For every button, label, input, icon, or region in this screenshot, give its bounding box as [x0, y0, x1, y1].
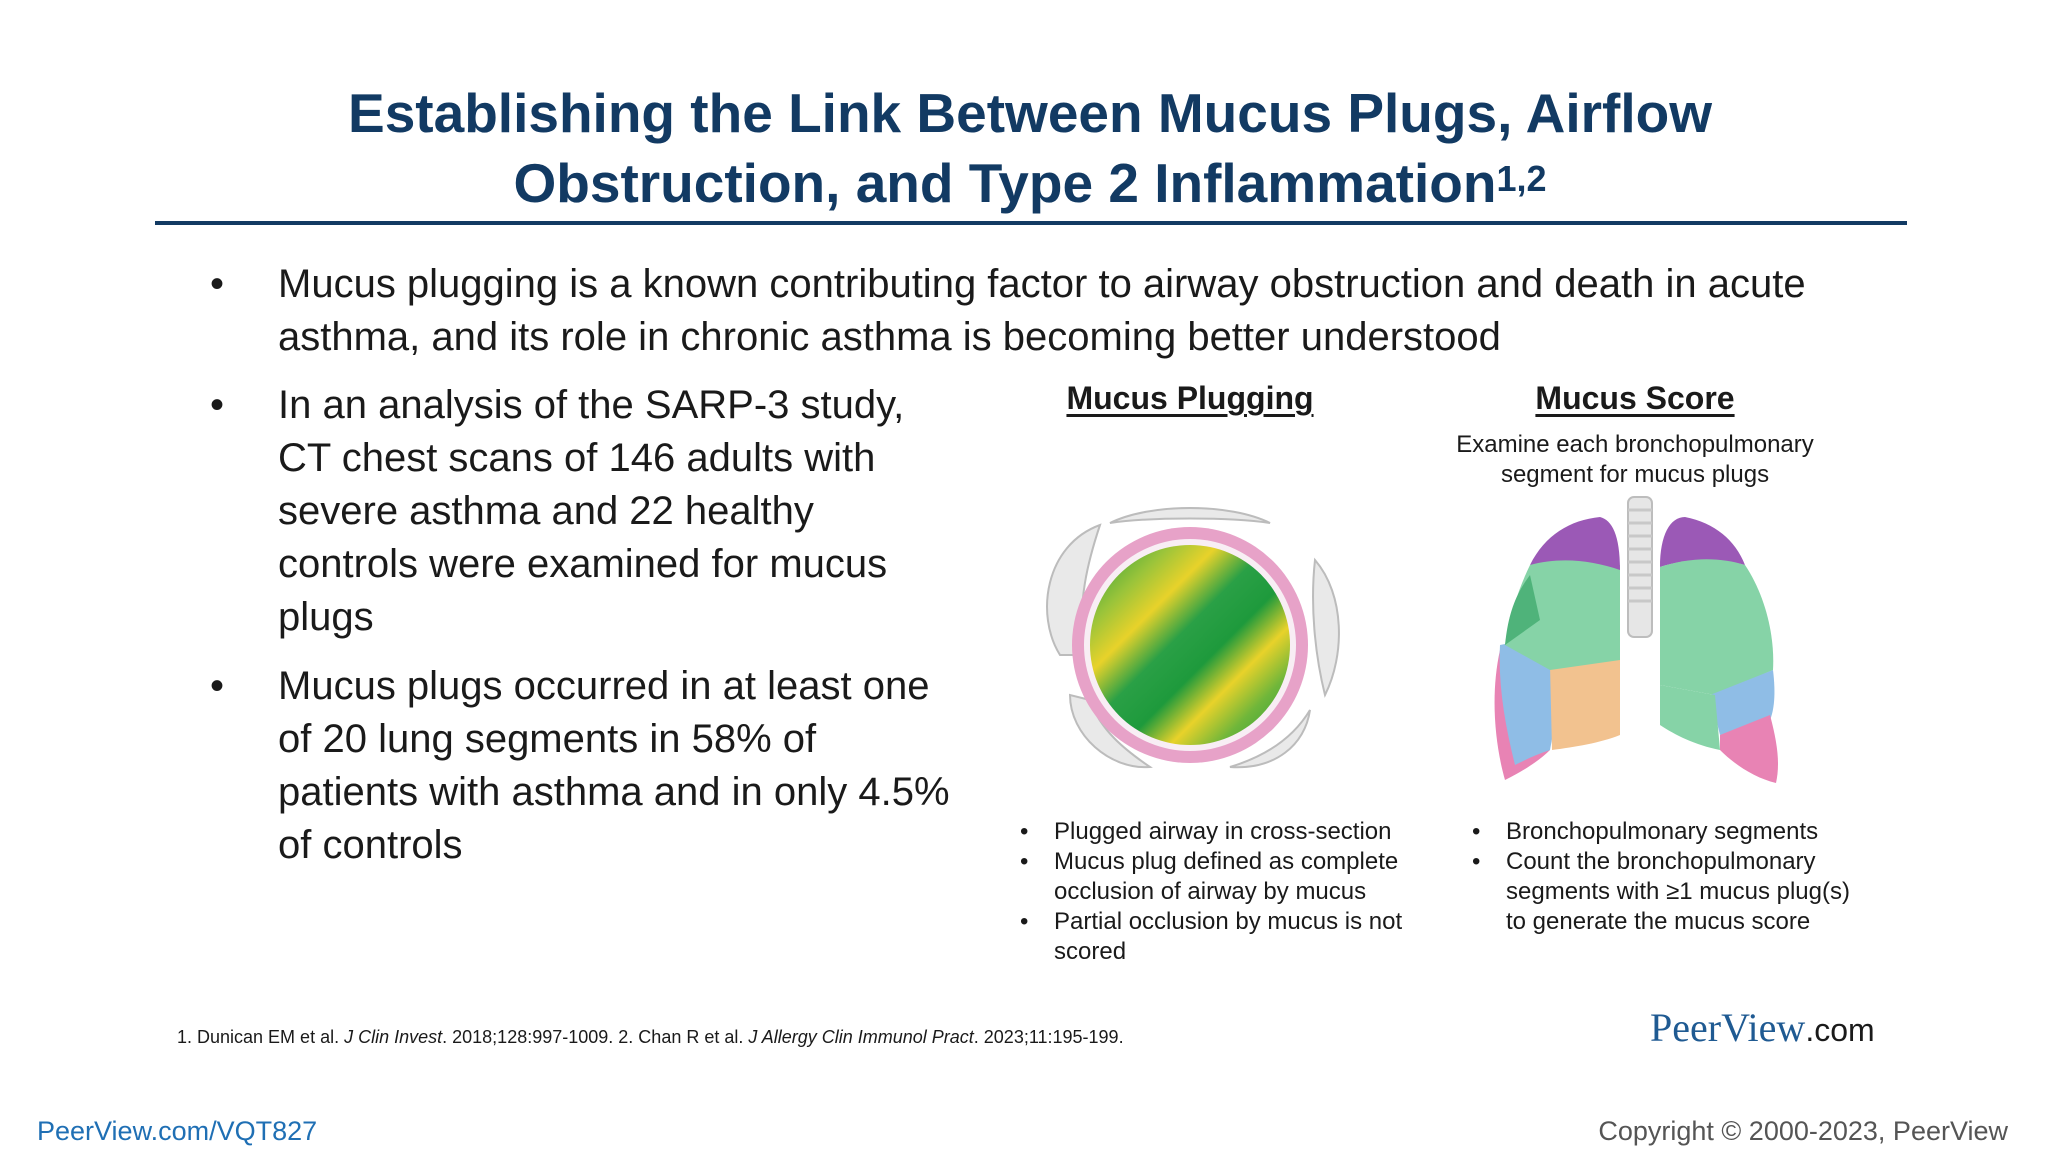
title-line-1: Establishing the Link Between Mucus Plug… [348, 82, 1712, 144]
peerview-logo: PeerView.com [1650, 1004, 1875, 1051]
bullet-2: • In an analysis of the SARP-3 study, CT… [210, 379, 958, 644]
title-divider [155, 221, 1907, 225]
bullet-marker: • [210, 262, 225, 306]
bullet-1-text: Mucus plugging is a known contributing f… [278, 262, 1806, 359]
cartilage-lobes [1046, 507, 1340, 769]
bullet-2-text: In an analysis of the SARP-3 study, CT c… [278, 383, 905, 639]
list-item: •Bronchopulmonary segments [1472, 818, 1819, 845]
mucus-score-notes: •Bronchopulmonary segments •Count the br… [1472, 817, 1872, 937]
bullet-3-text: Mucus plugs occurred in at least one of … [278, 664, 950, 867]
lung-segment-blue-left [1499, 635, 1560, 765]
airway-cross-section-illustration [1046, 507, 1340, 769]
bullet-marker: • [210, 383, 225, 427]
bullet-1: • Mucus plugging is a known contributing… [210, 258, 1838, 364]
lung-segment-peach-left [1550, 655, 1620, 750]
references: 1. Dunican EM et al. J Clin Invest. 2018… [177, 1027, 1124, 1047]
list-item: •Plugged airway in cross-section [1020, 818, 1392, 845]
slide-title: Establishing the Link Between Mucus Plug… [150, 78, 1910, 218]
lung-segment-blue-right [1710, 670, 1775, 735]
lung-segment-pink-right [1720, 715, 1778, 783]
logo-main: PeerView [1650, 1005, 1806, 1050]
list-item: •Mucus plug defined as complete occlusio… [1020, 848, 1399, 905]
lungs-segments-illustration [1494, 496, 1778, 783]
title-line-2: Obstruction, and Type 2 Inflammation1,2 [150, 148, 1910, 218]
title-superscript: 1,2 [1496, 158, 1547, 199]
bullet-3: • Mucus plugs occurred in at least one o… [210, 660, 958, 872]
list-item: •Count the bronchopulmonary segments wit… [1472, 848, 1850, 935]
copyright-notice: Copyright © 2000-2023, PeerView [1598, 1116, 2008, 1146]
title-line-2-text: Obstruction, and Type 2 Inflammation [513, 152, 1497, 214]
mucus-plugging-heading: Mucus Plugging [1066, 380, 1314, 416]
mucus-plugging-notes: •Plugged airway in cross-section •Mucus … [1020, 817, 1420, 967]
footer-link[interactable]: PeerView.com/VQT827 [37, 1116, 318, 1146]
bullet-marker: • [210, 664, 225, 708]
list-item: •Partial occlusion by mucus is not score… [1020, 908, 1403, 965]
logo-suffix: .com [1805, 1012, 1875, 1048]
lung-segment-darkgreen-left [1505, 575, 1540, 645]
lung-segment-mint-right [1660, 559, 1774, 695]
mucus-plug [1090, 545, 1290, 745]
lung-segment-purple-left [1530, 517, 1620, 570]
lung-segment-purple-right [1660, 517, 1745, 567]
lung-segment-mint-right-lower [1660, 685, 1720, 750]
trachea [1627, 496, 1653, 638]
mucus-score-subheading: Examine each bronchopulmonary segment fo… [1456, 431, 1814, 488]
lung-segment-mint-left [1505, 554, 1620, 670]
mucus-score-heading: Mucus Score [1535, 380, 1735, 416]
